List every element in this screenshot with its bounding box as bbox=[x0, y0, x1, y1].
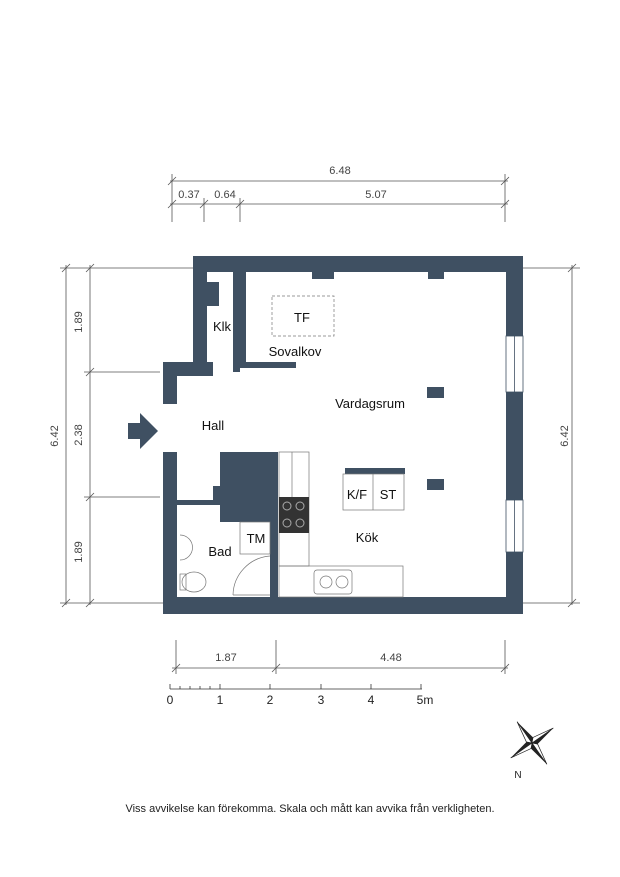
dim-top-seg3: 5.07 bbox=[365, 189, 386, 201]
dim-left-seg3: 1.89 bbox=[73, 541, 85, 562]
room-label-kf: K/F bbox=[347, 487, 367, 502]
top-dimensions bbox=[167, 174, 510, 222]
stove-icon bbox=[279, 497, 309, 533]
scale-label-4: 4 bbox=[368, 693, 375, 707]
room-label-vardagsrum: Vardagsrum bbox=[335, 396, 405, 411]
compass-north-label: N bbox=[514, 770, 521, 781]
scale-label-3: 3 bbox=[318, 693, 325, 707]
fixtures bbox=[179, 295, 405, 598]
windows bbox=[505, 335, 524, 553]
disclaimer-text: Viss avvikelse kan förekomma. Skala och … bbox=[125, 803, 495, 815]
room-label-bad: Bad bbox=[208, 544, 231, 559]
compass-rose-icon bbox=[510, 721, 554, 765]
room-label-tf: TF bbox=[294, 310, 310, 325]
right-dimensions bbox=[522, 263, 580, 608]
dim-top-total: 6.48 bbox=[329, 165, 350, 177]
dim-right-total: 6.42 bbox=[559, 425, 571, 446]
room-label-hall: Hall bbox=[202, 418, 225, 433]
dim-left-seg1: 1.89 bbox=[73, 311, 85, 332]
room-label-st: ST bbox=[380, 487, 397, 502]
scale-label-0: 0 bbox=[167, 693, 174, 707]
dim-bottom-seg1: 1.87 bbox=[215, 652, 236, 664]
bottom-dimensions bbox=[171, 640, 510, 674]
room-label-sovalkov: Sovalkov bbox=[269, 344, 322, 359]
dim-bottom-seg2: 4.48 bbox=[380, 652, 401, 664]
walls bbox=[163, 256, 523, 614]
scale-bar bbox=[169, 684, 422, 690]
left-dimensions bbox=[60, 263, 195, 608]
room-label-kok: Kök bbox=[356, 530, 379, 545]
scale-label-1: 1 bbox=[217, 693, 224, 707]
room-label-klk: Klk bbox=[213, 319, 232, 334]
room-label-tm: TM bbox=[247, 531, 266, 546]
entrance-arrow-icon bbox=[128, 413, 158, 449]
dim-top-seg2: 0.64 bbox=[214, 189, 235, 201]
dim-left-seg2: 2.38 bbox=[73, 424, 85, 445]
dim-top-seg1: 0.37 bbox=[178, 189, 199, 201]
scale-label-2: 2 bbox=[267, 693, 274, 707]
dim-left-total: 6.42 bbox=[49, 425, 61, 446]
scale-label-5m: 5m bbox=[417, 693, 434, 707]
